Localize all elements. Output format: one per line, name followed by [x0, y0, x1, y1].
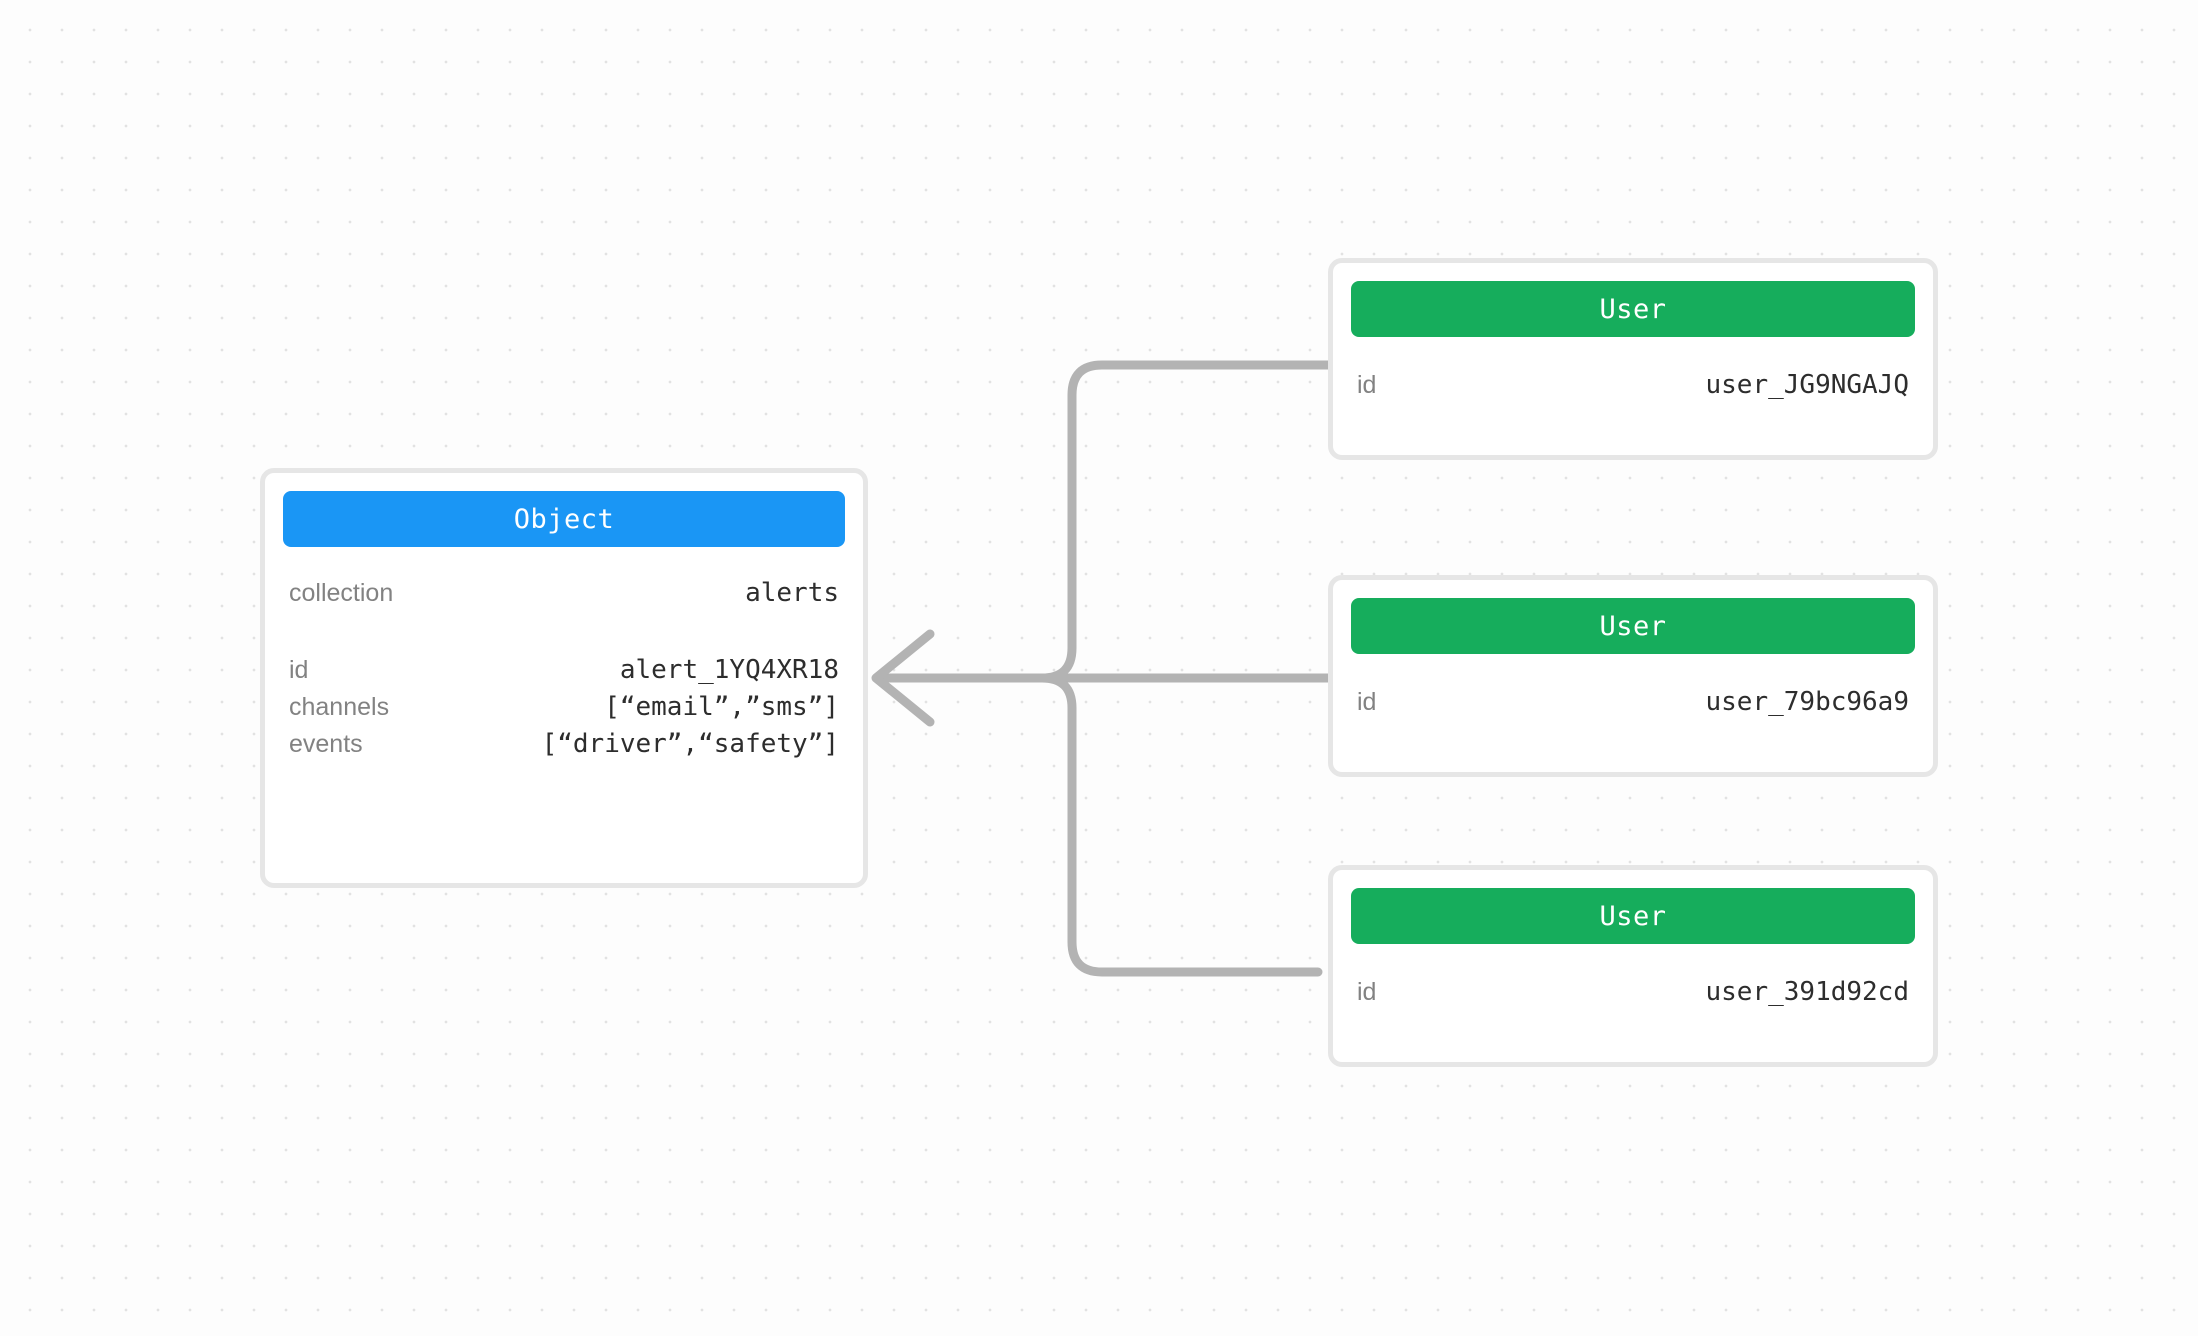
node-object-secondary-fields: id alert_1YQ4XR18 channels [“email”,”sms… [283, 652, 845, 763]
field-row-id: id alert_1YQ4XR18 [289, 652, 839, 689]
node-object-type-label: Object [513, 503, 615, 535]
field-value-id: user_79bc96a9 [1705, 687, 1910, 717]
field-key-id: id [1357, 371, 1377, 399]
node-user-1-type-header: User [1351, 281, 1915, 337]
field-value-collection: alerts [745, 578, 839, 608]
node-user-1-type-label: User [1599, 293, 1667, 325]
node-user-3-type-label: User [1599, 900, 1667, 932]
node-user-1[interactable]: User id user_JG9NGAJQ [1328, 258, 1938, 460]
node-user-2[interactable]: User id user_79bc96a9 [1328, 575, 1938, 777]
field-row-id: id user_JG9NGAJQ [1357, 367, 1909, 404]
field-value-channels: [“email”,”sms”] [604, 691, 839, 722]
node-user-3[interactable]: User id user_391d92cd [1328, 865, 1938, 1067]
field-row-id: id user_79bc96a9 [1357, 684, 1909, 721]
edge-arrowhead-icon [871, 629, 935, 727]
field-key-events: events [289, 729, 363, 758]
node-object-primary-fields: collection alerts [283, 575, 845, 612]
field-value-id: alert_1YQ4XR18 [619, 654, 839, 685]
node-user-1-fields: id user_JG9NGAJQ [1351, 367, 1915, 404]
field-value-id: user_JG9NGAJQ [1705, 370, 1910, 400]
node-object-type-header: Object [283, 491, 845, 547]
field-row-events: events [“driver”,“safety”] [289, 726, 839, 763]
field-key-id: id [1357, 688, 1377, 716]
field-row-channels: channels [“email”,”sms”] [289, 689, 839, 726]
node-user-3-fields: id user_391d92cd [1351, 974, 1915, 1011]
node-user-2-fields: id user_79bc96a9 [1351, 684, 1915, 721]
field-key-collection: collection [289, 579, 394, 607]
field-value-id: user_391d92cd [1705, 977, 1910, 1007]
field-row-collection: collection alerts [289, 575, 839, 612]
node-object[interactable]: Object collection alerts id alert_1YQ4XR… [260, 468, 868, 888]
field-key-channels: channels [289, 692, 390, 721]
field-key-id: id [289, 655, 309, 684]
field-value-events: [“driver”,“safety”] [541, 728, 839, 759]
field-row-id: id user_391d92cd [1357, 974, 1909, 1011]
node-user-3-type-header: User [1351, 888, 1915, 944]
node-user-2-type-label: User [1599, 610, 1667, 642]
edge-user-1-to-object [875, 360, 1333, 683]
field-key-id: id [1357, 978, 1377, 1006]
node-user-2-type-header: User [1351, 598, 1915, 654]
edge-user-3-to-object [875, 673, 1323, 977]
